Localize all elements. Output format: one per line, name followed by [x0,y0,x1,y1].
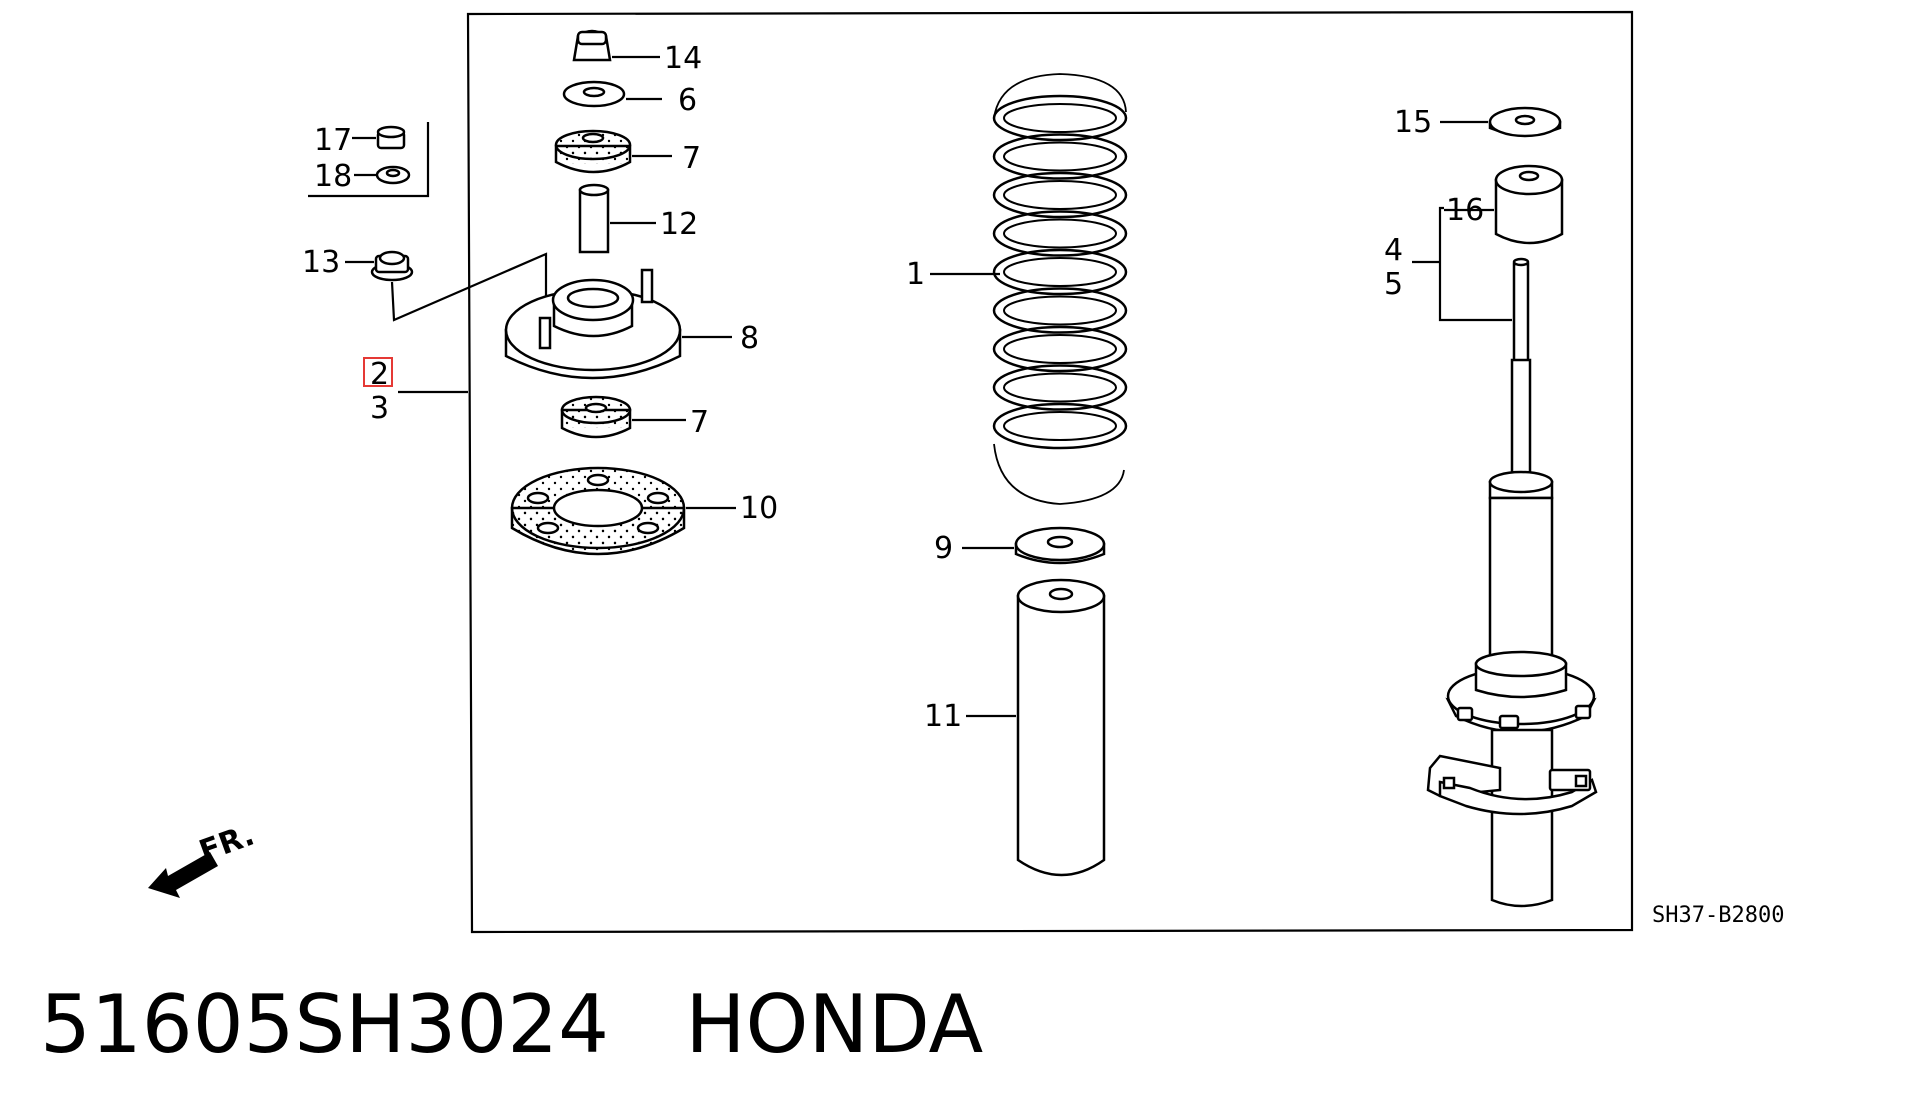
part-caption: 51605SH3024 HONDA [40,985,983,1065]
spring-coil-inner [1003,257,1117,287]
part-6-washer[interactable] [562,80,662,108]
bracket-17-18 [308,122,430,198]
callout-3: 3 [370,391,389,426]
selected-part-highlight [363,357,393,387]
callout-9: 9 [934,531,953,566]
spring-coil-inner [1003,372,1117,403]
callout-6: 6 [678,83,697,118]
part-7-upper-bushing[interactable] [554,129,672,174]
callout-1: 1 [906,257,925,292]
part-12-washer[interactable] [1440,106,1562,138]
callout-2: 2 [370,357,389,392]
spring-end-top [993,73,1127,119]
spring-coil-inner [1003,411,1117,441]
part-11-dust-boot[interactable] [966,578,1106,877]
callout-16: 14 [664,41,702,76]
part-8-upper-mount[interactable] [504,268,732,380]
spring-coil [992,133,1128,180]
spring-coil [992,325,1128,373]
assembly-frame [466,10,1634,934]
part-14-sleeve[interactable] [578,183,656,254]
part-9-spring-seat[interactable] [962,526,1106,565]
callout-7-lower: 7 [690,405,709,440]
callout-17: 17 [314,123,352,158]
direction-label: FR. [195,818,259,870]
callout-14: 12 [660,207,698,242]
spring-coil-inner [1003,141,1117,172]
spring-end-bottom [993,443,1125,505]
part-15-nut[interactable] [345,250,414,282]
leader-4-5 [1438,206,1512,322]
spring-coil [992,171,1128,219]
spring-coil [992,402,1128,450]
part-number: 51605SH3024 [40,978,610,1071]
spring-coil-inner [1003,334,1117,364]
callout-15: 13 [302,245,340,280]
spring-coil [992,210,1128,257]
callout-11: 11 [924,699,962,734]
callout-13: 16 [1446,193,1484,228]
callout-7-upper: 7 [682,141,701,176]
spring-coil [992,364,1128,411]
spring-coil-inner [1003,180,1117,210]
callout-12: 15 [1394,105,1432,140]
spring-coil [992,248,1128,296]
diagram-code: SH37-B2800 [1652,903,1784,928]
spring-coil-inner [1003,295,1117,326]
part-7-lower-bushing[interactable] [560,395,686,439]
part-18-washer[interactable] [354,165,411,185]
front-direction-arrow: FR. [148,818,259,898]
part-17-nut[interactable] [352,125,406,150]
part-1-coil-spring[interactable] [992,73,1128,505]
part-10-rubber-pad[interactable] [510,466,736,556]
callout-4: 4 [1384,233,1403,268]
spring-coil-inner [1003,218,1117,249]
callout-8: 8 [740,321,759,356]
brand-name: HONDA [685,978,984,1071]
spring-coil-inner [1003,103,1117,133]
callout-18: 18 [314,159,352,194]
part-13-bump-stop[interactable] [1444,164,1564,245]
leader-15 [390,252,548,330]
callout-10: 10 [740,491,778,526]
callout-5: 5 [1384,267,1403,302]
part-16-nut[interactable] [572,29,660,62]
part-4-5-shock-absorber[interactable] [1426,257,1598,908]
spring-coil [992,287,1128,334]
